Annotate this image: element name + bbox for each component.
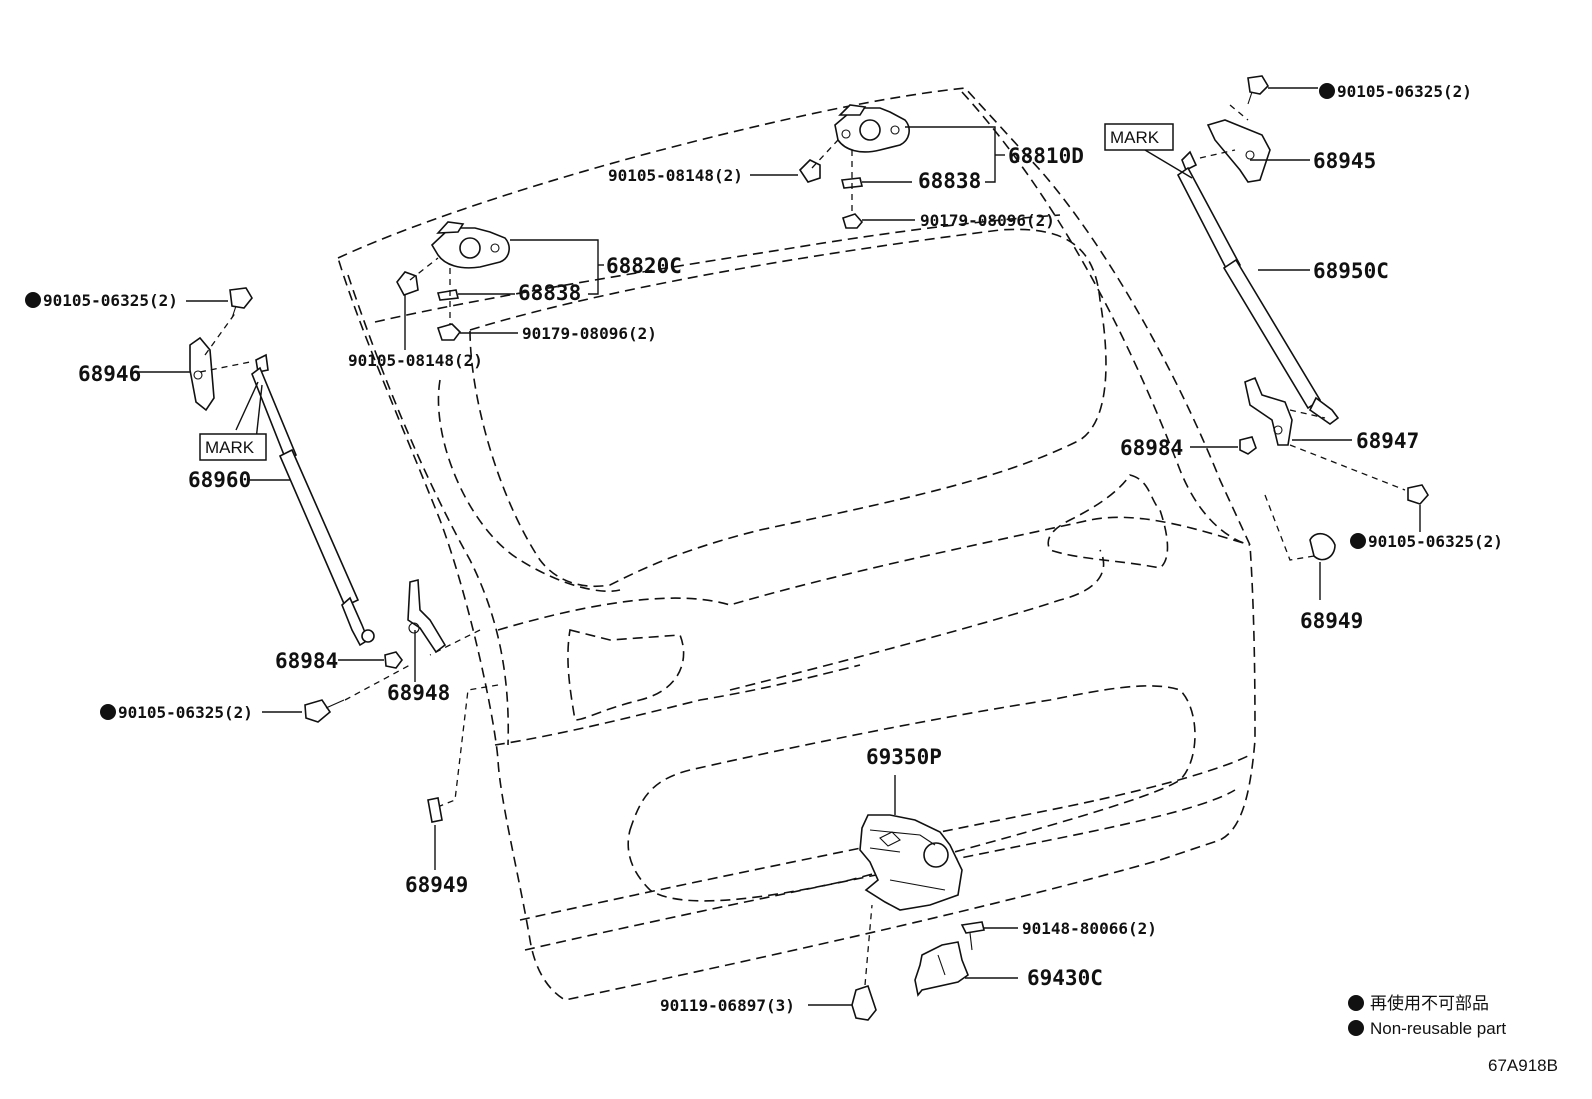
non-reusable-marker: [1350, 533, 1366, 549]
label-68838-top: 68838: [918, 169, 981, 193]
label-90148-80066: 90148-80066(2): [1022, 919, 1157, 938]
strut-left: [138, 287, 375, 647]
back-door-outline: [337, 87, 1321, 1001]
hinge-upper-right: [750, 104, 1005, 229]
label-68984-right: 68984: [1120, 436, 1183, 460]
label-69430C: 69430C: [1027, 966, 1103, 990]
label-68950C: 68950C: [1313, 259, 1389, 283]
label-68820C: 68820C: [606, 254, 682, 278]
label-90105-06325-ll: 90105-06325(2): [118, 703, 253, 722]
label-mark-left: MARK: [205, 438, 255, 457]
mark-box-right: [1104, 123, 1174, 151]
label-68946: 68946: [78, 362, 141, 386]
label-90105-08148-top: 90105-08148(2): [608, 166, 743, 185]
label-68838-left: 68838: [518, 281, 581, 305]
bracket-lower-left: [262, 578, 447, 870]
label-90105-06325-ur: 90105-06325(2): [1337, 82, 1472, 101]
label-mark-right: MARK: [1110, 128, 1160, 147]
label-68945: 68945: [1313, 149, 1376, 173]
strut-right: [1144, 75, 1429, 600]
legend-marker: [1348, 995, 1364, 1011]
hinge-upper-left: [396, 221, 604, 350]
label-90105-08148-left: 90105-08148(2): [348, 351, 483, 370]
label-90179-08096-top: 90179-08096(2): [920, 211, 1055, 230]
label-68949-right: 68949: [1300, 609, 1363, 633]
non-reusable-marker: [25, 292, 41, 308]
label-68949-left: 68949: [405, 873, 468, 897]
drawing-id: 67A918B: [1488, 1056, 1558, 1075]
label-68984-left: 68984: [275, 649, 338, 673]
label-68948: 68948: [387, 681, 450, 705]
lock-assembly: [808, 775, 1018, 1021]
label-68960: 68960: [188, 468, 251, 492]
legend-marker: [1348, 1020, 1364, 1036]
label-90119-06897: 90119-06897(3): [660, 996, 795, 1015]
non-reusable-marker: [1319, 83, 1335, 99]
mark-box-left: [199, 433, 267, 461]
legend-english: Non-reusable part: [1370, 1019, 1506, 1038]
label-68947: 68947: [1356, 429, 1419, 453]
label-69350P: 69350P: [866, 745, 942, 769]
legend-japanese: 再使用不可部品: [1370, 993, 1489, 1013]
label-90105-06325-rr: 90105-06325(2): [1368, 532, 1503, 551]
label-90179-08096-left: 90179-08096(2): [522, 324, 657, 343]
legend: 再使用不可部品 Non-reusable part: [1348, 993, 1506, 1038]
label-90105-06325-ul: 90105-06325(2): [43, 291, 178, 310]
label-68810D: 68810D: [1008, 144, 1084, 168]
non-reusable-marker: [100, 704, 116, 720]
part-labels: 68810D 68838 90105-08148(2) 90179-08096(…: [25, 82, 1503, 1015]
